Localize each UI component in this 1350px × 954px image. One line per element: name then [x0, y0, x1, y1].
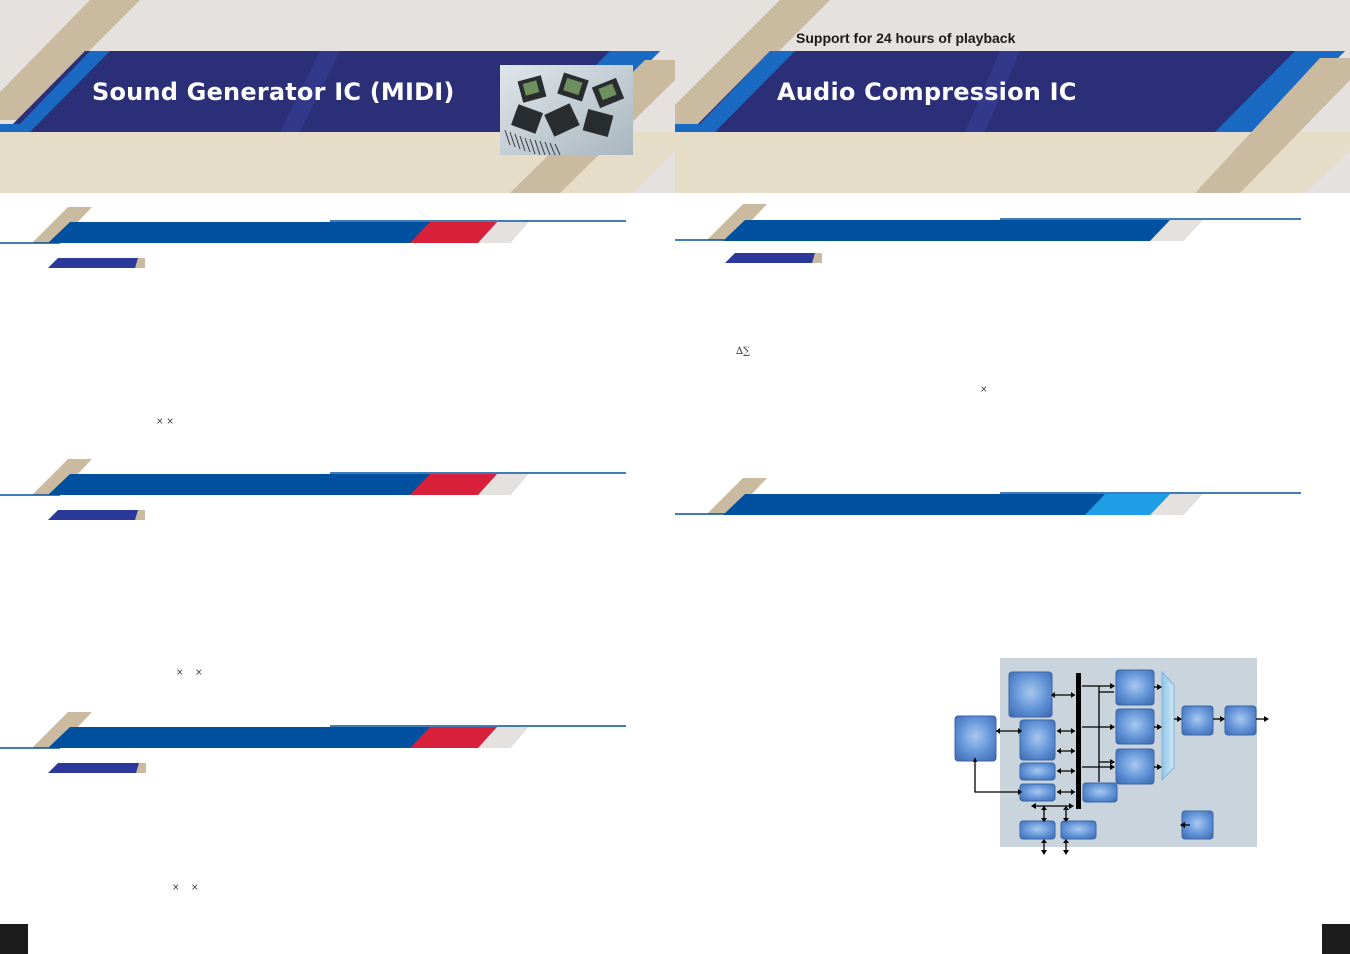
right-symbol-times: ×	[980, 385, 988, 395]
chip-photo	[500, 65, 633, 156]
left-symbol-2: × ×	[176, 668, 203, 678]
block-diagram	[954, 658, 1269, 855]
right-page-title: Audio Compression IC	[777, 78, 1077, 106]
left-section-bar-2	[0, 459, 626, 520]
right-symbol-delta-sigma: ∆∑	[736, 346, 751, 357]
left-page-corner-tab	[0, 924, 28, 954]
right-page-corner-tab	[1322, 924, 1350, 954]
left-section-bar-3	[0, 712, 626, 773]
right-page-tagline: Support for 24 hours of playback	[796, 30, 1016, 46]
right-section-bar-1	[675, 204, 1301, 263]
left-page-title: Sound Generator IC (MIDI)	[92, 78, 455, 106]
left-symbol-1: × ×	[156, 417, 174, 427]
left-symbol-3: × ×	[172, 883, 199, 893]
right-section-bar-2	[675, 478, 1301, 515]
left-section-bar-1	[0, 207, 626, 268]
right-header	[675, 0, 1350, 193]
